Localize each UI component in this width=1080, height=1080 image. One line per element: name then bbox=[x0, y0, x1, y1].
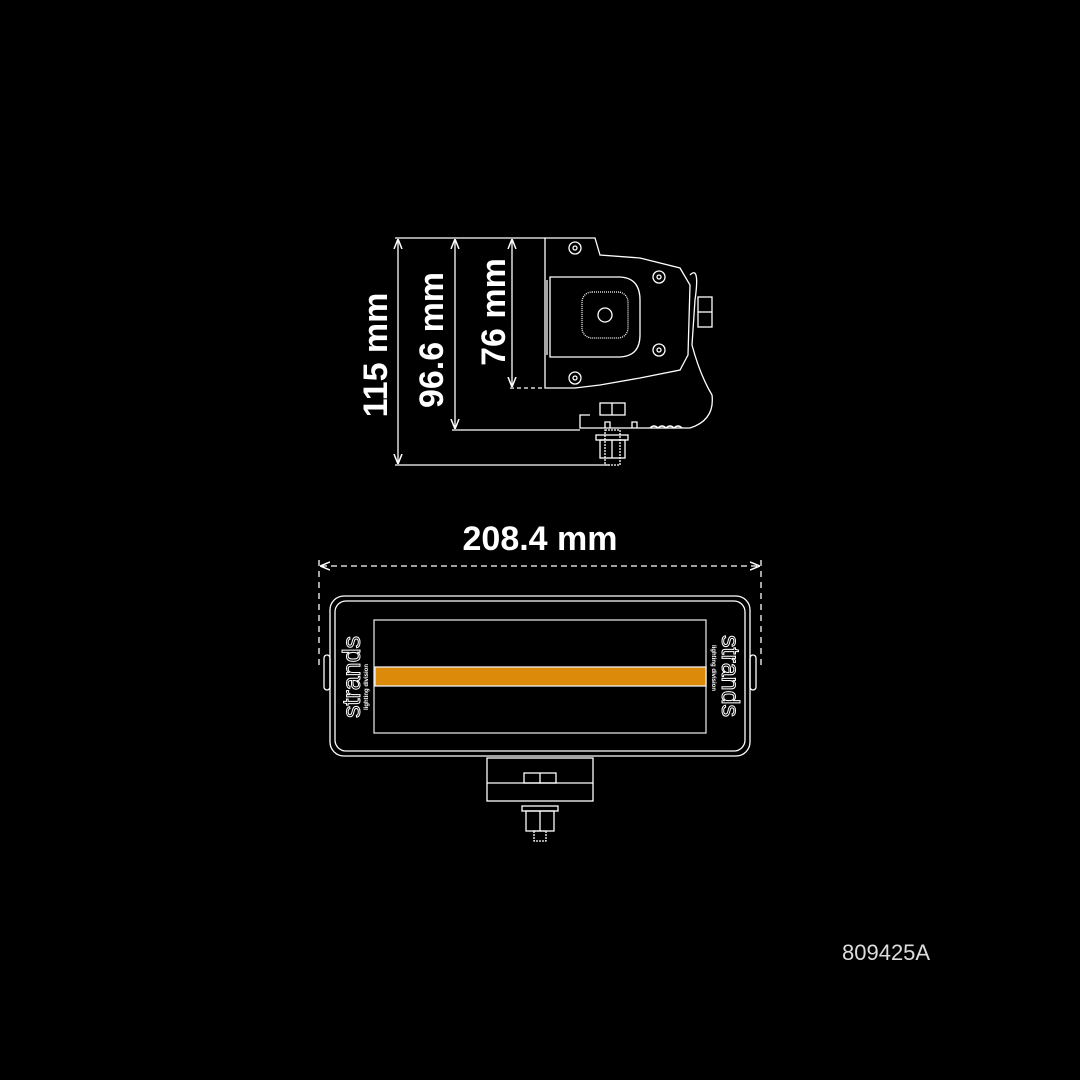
logo-left: strands lighting division bbox=[338, 636, 371, 719]
svg-text:lighting division: lighting division bbox=[710, 645, 716, 691]
dim-label-76: 76 mm bbox=[475, 258, 513, 366]
mount-bracket bbox=[579, 272, 713, 429]
bolt-thread bbox=[533, 830, 547, 842]
washer bbox=[521, 805, 559, 812]
screw-icon bbox=[568, 241, 582, 255]
lens-recess bbox=[549, 276, 641, 358]
dim-label-96-6: 96.6 mm bbox=[413, 272, 451, 408]
svg-text:strands: strands bbox=[716, 635, 744, 717]
part-number: 809425A bbox=[842, 940, 931, 965]
washer bbox=[595, 434, 629, 441]
dim-label-width: 208.4 mm bbox=[463, 520, 618, 558]
dim-label-115: 115 mm bbox=[357, 293, 395, 418]
led-center bbox=[597, 307, 613, 323]
svg-text:strands: strands bbox=[338, 636, 366, 718]
mount-base bbox=[486, 757, 594, 802]
bolt-thread bbox=[604, 429, 621, 466]
screw-icon bbox=[568, 371, 582, 385]
side-view bbox=[395, 237, 713, 466]
screw-icon bbox=[652, 270, 666, 284]
svg-text:lighting division: lighting division bbox=[364, 664, 370, 710]
amber-light-bar bbox=[374, 666, 707, 687]
logo-right: strands lighting division bbox=[710, 635, 745, 718]
front-view bbox=[318, 560, 762, 842]
led-emitter bbox=[581, 291, 629, 339]
screw-icon bbox=[652, 343, 666, 357]
housing-outline bbox=[544, 237, 691, 389]
